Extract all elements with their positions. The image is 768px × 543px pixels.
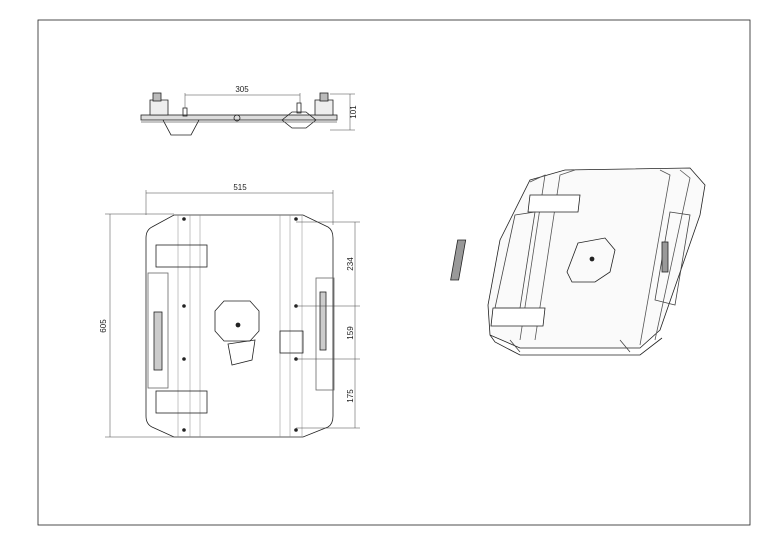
top-view (145, 214, 335, 438)
side-view (140, 92, 338, 136)
dim-175: 175 (346, 389, 355, 403)
dim-515: 515 (233, 183, 247, 192)
isometric-view (450, 167, 706, 356)
top-view-dimensions (105, 190, 360, 438)
drawing-border (37, 19, 751, 526)
dim-159: 159 (346, 326, 355, 340)
dim-605: 605 (99, 319, 108, 333)
side-view-dimensions (184, 93, 355, 131)
dim-101: 101 (349, 105, 358, 119)
dim-234: 234 (346, 257, 355, 271)
dim-305: 305 (235, 85, 249, 94)
